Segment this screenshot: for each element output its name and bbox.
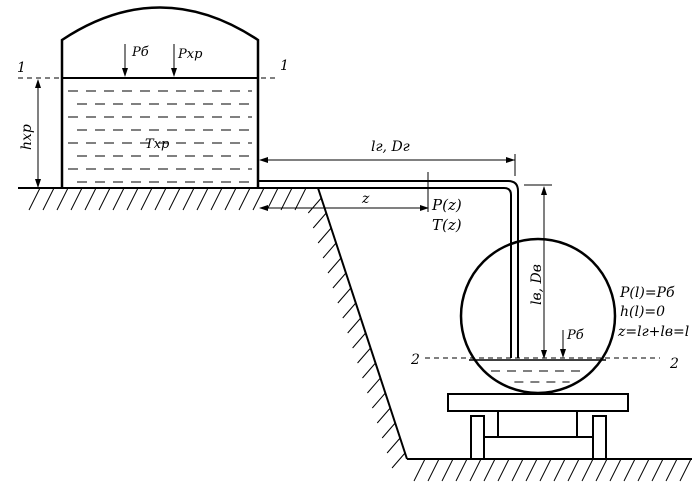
condition-pressure: P(l)=Pб bbox=[619, 285, 675, 301]
z-dimension bbox=[259, 172, 429, 212]
vertical-pipe-label: lв, Dв bbox=[529, 264, 545, 305]
cistern-pressure-label: Pб bbox=[566, 328, 584, 343]
horizontal-pipe-dimension bbox=[259, 154, 516, 176]
ground bbox=[18, 187, 692, 482]
horizontal-pipe-label: lг, Dг bbox=[371, 139, 410, 155]
vertical-pipe-dimension bbox=[524, 184, 552, 359]
tank-pressure-pb-label: Pб bbox=[131, 45, 149, 60]
tank-pressure-arrows bbox=[122, 44, 177, 77]
tank-height-dimension bbox=[35, 79, 41, 188]
section-2-left-label: 2 bbox=[410, 352, 420, 368]
condition-length: z=lг+lв=l bbox=[617, 324, 689, 340]
cart bbox=[447, 393, 629, 460]
temperature-z-label: T(z) bbox=[432, 216, 462, 234]
section-2-right-label: 2 bbox=[669, 356, 679, 372]
condition-height: h(l)=0 bbox=[620, 304, 665, 320]
ground-hatching-lower bbox=[413, 458, 692, 482]
z-label: z bbox=[361, 191, 370, 207]
cistern-pressure-arrow bbox=[560, 330, 566, 358]
cart-left-leg bbox=[470, 415, 485, 460]
tank-pressure-phr-label: Pхр bbox=[177, 47, 203, 62]
cart-platform bbox=[447, 393, 629, 412]
section-1-right-label: 1 bbox=[280, 58, 289, 74]
cistern-liquid-dashes bbox=[491, 370, 581, 383]
tank-liquid-dashes bbox=[68, 90, 252, 183]
pipeline bbox=[258, 180, 519, 358]
tank-temperature-label: Tхр bbox=[145, 137, 170, 152]
cistern bbox=[459, 237, 617, 395]
cart-right-leg bbox=[592, 415, 607, 460]
tank-height-label: hхр bbox=[19, 124, 35, 150]
ground-hatching-slope bbox=[307, 197, 406, 469]
storage-tank bbox=[60, 6, 260, 189]
section-1-left-label: 1 bbox=[17, 60, 26, 76]
pressure-z-label: P(z) bbox=[431, 196, 462, 214]
ground-hatching-upper bbox=[28, 187, 307, 211]
